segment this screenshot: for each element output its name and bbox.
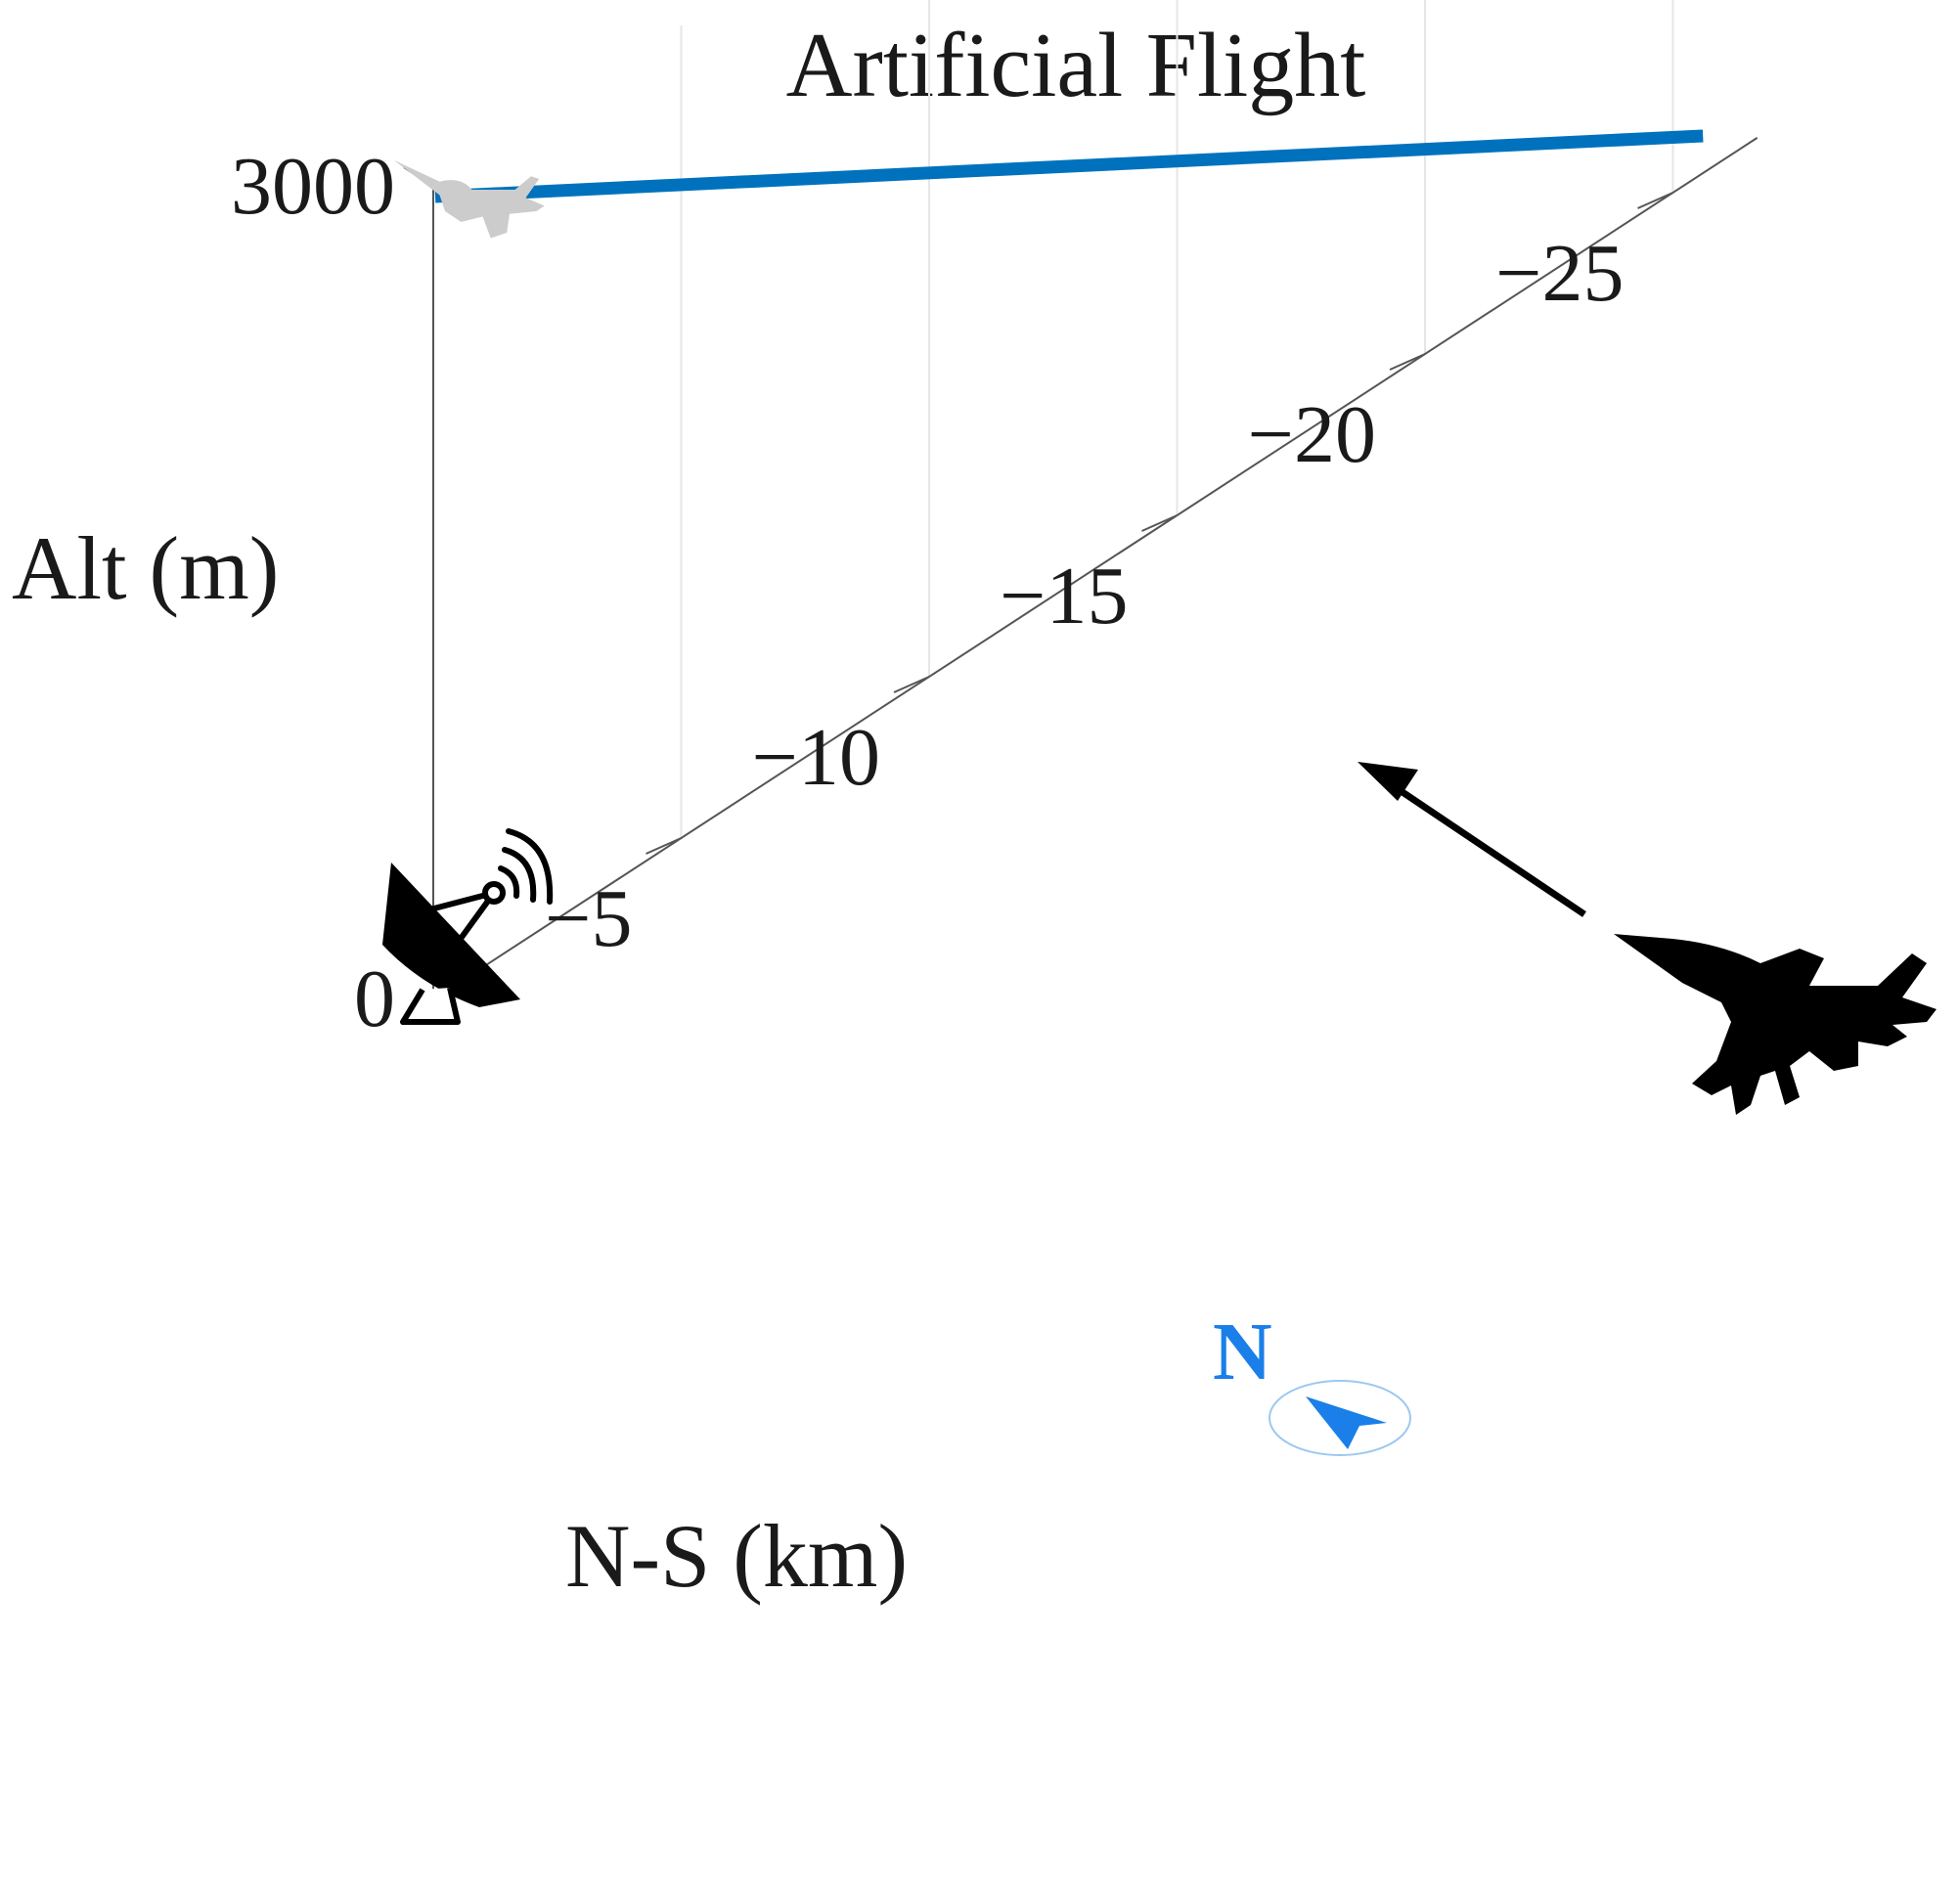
chart-title: Artificial Flight (786, 15, 1366, 116)
arrow-icon (1358, 762, 1586, 917)
north-arrow-icon (1306, 1396, 1387, 1449)
gridlines (680, 0, 1674, 838)
compass: N (1213, 1306, 1411, 1456)
y-tick-label: −20 (1248, 389, 1376, 480)
y-tick (893, 676, 930, 693)
compass-label: N (1213, 1306, 1272, 1397)
z-axis-label: Alt (m) (12, 518, 279, 618)
jet-icon (1614, 934, 1937, 1115)
y-tick (646, 837, 682, 855)
y-axis-line (408, 137, 1759, 1017)
y-tick-label: −5 (545, 873, 632, 964)
z-tick-label: 0 (354, 953, 395, 1044)
y-tick-label: −10 (752, 712, 880, 803)
y-axis-label: N-S (km) (565, 1506, 908, 1606)
y-tick-label: −25 (1495, 228, 1624, 319)
series-line (434, 129, 1704, 203)
y-tick-label: −15 (1000, 551, 1128, 642)
y-tick (1389, 353, 1426, 371)
jet-icon (393, 159, 545, 239)
z-tick-label: 3000 (231, 141, 395, 232)
radar-dish-icon (382, 828, 554, 1025)
compass-ring (1269, 1380, 1411, 1456)
tick-labels: −5 −10 −15 −20 −25 0 3000 (231, 141, 1625, 1044)
y-tick (1141, 514, 1178, 532)
y-tick (1637, 192, 1673, 209)
